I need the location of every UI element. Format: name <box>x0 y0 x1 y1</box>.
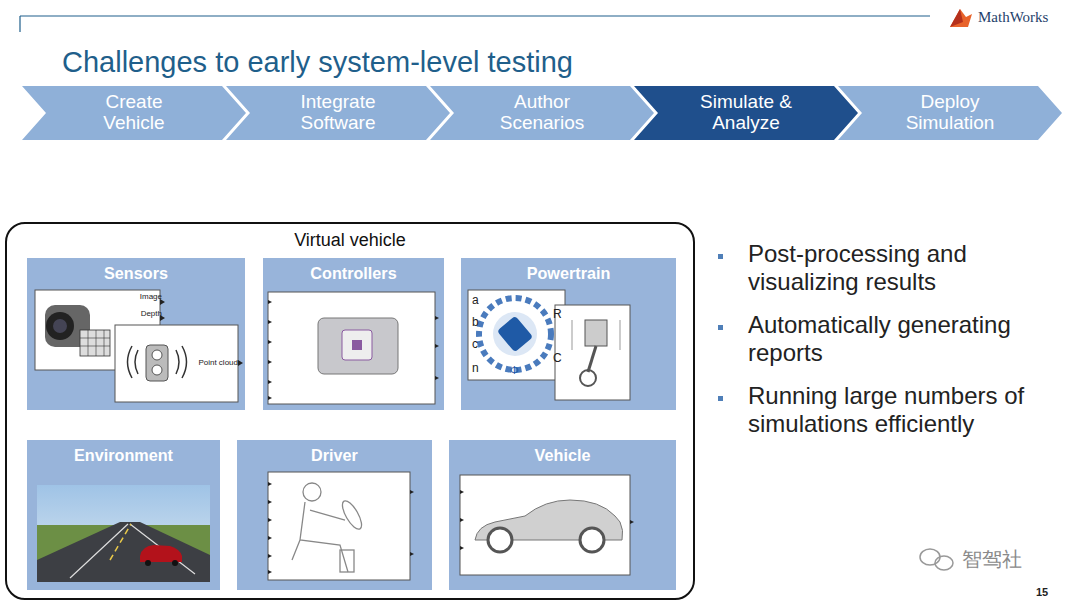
step-label: Author Scenarios <box>482 92 602 134</box>
pin-label: C <box>553 352 567 366</box>
frame-heading: Virtual vehicle <box>7 230 693 251</box>
pin-label: c <box>472 338 484 352</box>
component-panel: Vehicle <box>449 440 676 590</box>
process-chevron: Create Vehicle <box>22 86 246 140</box>
brand-logo: MathWorks <box>978 9 1068 26</box>
step-label: Integrate Software <box>278 92 398 134</box>
pin-label: b <box>472 316 484 330</box>
process-chevron: Deploy Simulation <box>838 86 1062 140</box>
component-panel: Environment <box>27 440 220 590</box>
panel-heading: Driver <box>237 446 432 465</box>
process-chevron: Author Scenarios <box>430 86 654 140</box>
panel-heading: Environment <box>27 446 220 465</box>
component-panel: Powertrain <box>461 258 676 410</box>
slide-title: Challenges to early system-level testing <box>62 46 573 79</box>
pin-label: Φ <box>510 364 524 377</box>
port-label: Image <box>128 292 162 301</box>
step-label: Create Vehicle <box>74 92 194 134</box>
process-chevron: Integrate Software <box>226 86 450 140</box>
panel-heading: Sensors <box>27 264 245 283</box>
pin-label: a <box>472 294 484 308</box>
panel-heading: Controllers <box>263 264 444 283</box>
component-panel: Sensors <box>27 258 245 410</box>
bullet-text: Running large numbers of simulations eff… <box>748 382 1068 437</box>
port-label: Depth <box>128 309 162 318</box>
component-panel: Driver <box>237 440 432 590</box>
step-label: Simulate & Analyze <box>686 92 806 134</box>
panel-heading: Powertrain <box>461 264 676 283</box>
watermark: 智驾社 <box>962 548 1052 571</box>
pin-label: n <box>472 362 484 376</box>
page-number: 15 <box>1036 586 1060 599</box>
pin-label: R <box>553 308 567 322</box>
process-chevron: Simulate & Analyze <box>634 86 858 140</box>
bullet-text: Post-processing and visualizing results <box>748 240 1068 295</box>
bullet-text: Automatically generating reports <box>748 311 1068 366</box>
component-panel: Controllers <box>263 258 444 410</box>
panel-heading: Vehicle <box>449 446 676 465</box>
step-label: Deploy Simulation <box>890 92 1010 134</box>
port-label: Point cloud <box>186 358 238 367</box>
virtual-vehicle-frame: Virtual vehicleSensors Controllers Powertr… <box>5 222 695 600</box>
